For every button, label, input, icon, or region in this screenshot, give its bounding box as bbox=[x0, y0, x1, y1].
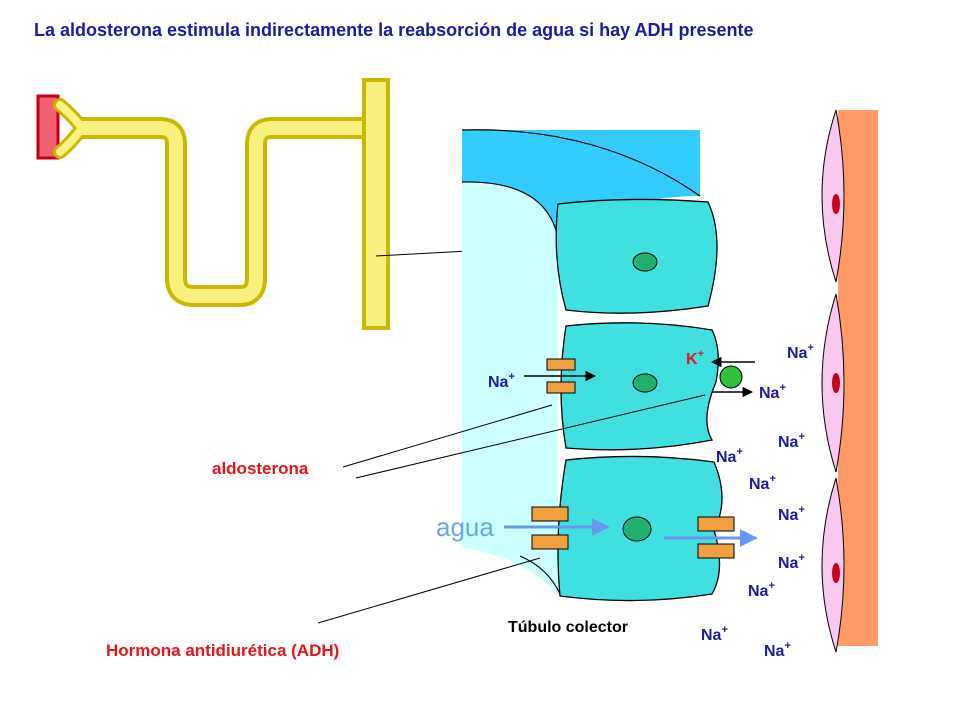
endothelial-nucleus bbox=[832, 373, 840, 393]
sodium-ion: Na+ bbox=[716, 446, 743, 466]
tubule-wall-top bbox=[462, 130, 700, 238]
nephron-tubule-outline bbox=[82, 117, 372, 307]
nephron-schematic bbox=[36, 78, 506, 330]
endothelial-cell bbox=[821, 477, 845, 653]
page-title: La aldosterona estimula indirectamente l… bbox=[34, 20, 754, 40]
sodium-ion: Na+ bbox=[759, 382, 786, 402]
aldosterone-pointer-channel bbox=[342, 404, 553, 468]
lumen-lower-border bbox=[519, 555, 561, 595]
sodium-ion: Na+ bbox=[749, 473, 776, 493]
potassium-ion: K+ bbox=[686, 348, 704, 368]
capillary bbox=[838, 110, 878, 646]
epithelial-cell-1 bbox=[555, 198, 718, 314]
na-k-pump bbox=[719, 365, 743, 389]
endothelial-nucleus bbox=[832, 563, 840, 583]
aquaporin-basolateral bbox=[697, 516, 735, 559]
aldosterone-pointer-pump bbox=[355, 394, 706, 479]
aldosterone-label: aldosterona bbox=[212, 459, 309, 478]
sodium-ion: Na+ bbox=[701, 624, 728, 644]
epithelial-cell-2 bbox=[560, 322, 719, 451]
sodium-ions: Na+ Na+ Na+ Na+ Na+ Na+ Na+ Na+ Na+ Na+ … bbox=[488, 342, 814, 660]
nucleus bbox=[632, 252, 658, 272]
sodium-ion: Na+ bbox=[778, 431, 805, 451]
sodium-ion: Na+ bbox=[488, 371, 515, 391]
endothelial-nucleus bbox=[832, 194, 840, 214]
nucleus bbox=[622, 516, 652, 542]
tubule-wall-edge bbox=[461, 129, 701, 197]
sodium-ion: Na+ bbox=[748, 580, 775, 600]
sodium-ion: Na+ bbox=[778, 504, 805, 524]
nucleus bbox=[632, 373, 658, 393]
afferent-vessel bbox=[36, 94, 60, 160]
collecting-tubule-label: Túbulo colector bbox=[508, 619, 628, 636]
adh-pointer bbox=[317, 557, 541, 624]
water-label: agua bbox=[436, 512, 494, 542]
endothelial-cell bbox=[821, 109, 845, 283]
adh-label: Hormona antidiurética (ADH) bbox=[106, 641, 339, 660]
sodium-ion: Na+ bbox=[787, 342, 814, 362]
nephron-tubule bbox=[82, 121, 372, 303]
tubule-lumen bbox=[462, 130, 558, 594]
glomerulus-cup bbox=[56, 101, 87, 156]
collecting-duct-schematic bbox=[362, 78, 390, 330]
sodium-channel bbox=[546, 358, 576, 394]
endothelium bbox=[821, 109, 845, 653]
lumen-upper-border bbox=[461, 181, 559, 239]
aquaporin-apical bbox=[531, 506, 569, 550]
epithelial-cell-3 bbox=[557, 455, 723, 602]
sodium-ion: Na+ bbox=[764, 640, 791, 660]
sodium-ion: Na+ bbox=[778, 552, 805, 572]
